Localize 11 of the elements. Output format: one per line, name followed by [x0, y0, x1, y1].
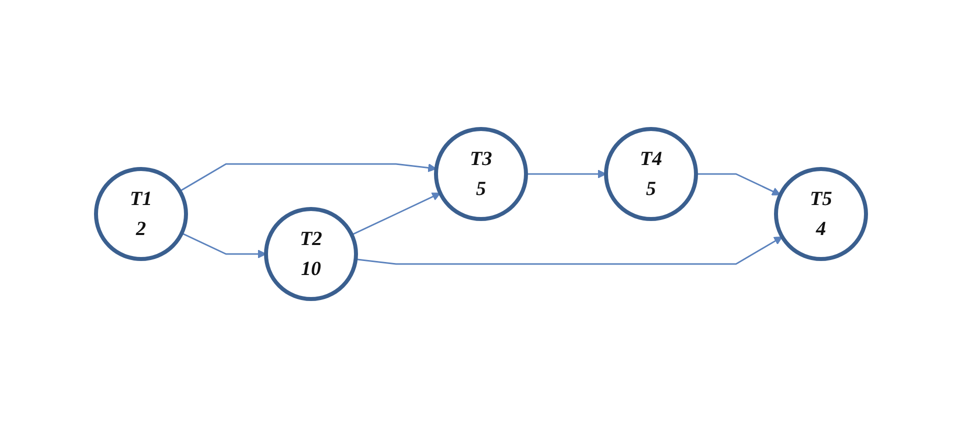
node-circle: T5 4	[774, 167, 868, 261]
arrow	[181, 232, 266, 258]
node-circle: T2 10	[264, 207, 358, 301]
arrow	[526, 170, 606, 178]
arrow	[696, 173, 781, 196]
arrow	[179, 163, 437, 192]
node-circle: T3 5	[434, 127, 528, 221]
arrow	[356, 236, 783, 265]
node-circle: T1 2	[94, 167, 188, 261]
node-circle: T4 5	[604, 127, 698, 221]
arrow	[351, 192, 441, 236]
